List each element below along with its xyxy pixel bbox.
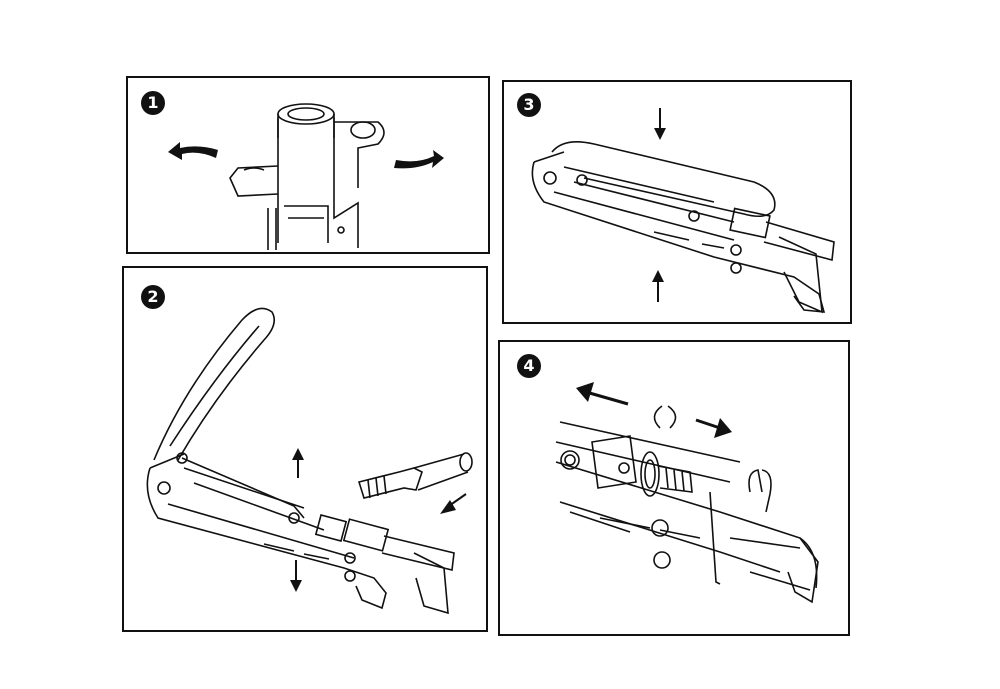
step-3-badge: 3 (517, 93, 541, 117)
step-4-panel: 4 (498, 340, 850, 636)
step-1-badge: 1 (141, 91, 165, 115)
step-4-badge: 4 (517, 354, 541, 378)
tool-open-insert-connector-illustration (146, 307, 473, 615)
tool-ring-removal-illustration (555, 382, 819, 604)
step-1-panel: 1 (126, 76, 490, 254)
tool-closed-crimp-illustration (531, 108, 835, 314)
step-2-panel: 2 (122, 266, 488, 632)
tool-head-rotate-illustration (168, 103, 444, 250)
step-2-badge: 2 (141, 285, 165, 309)
step-3-panel: 3 (502, 80, 852, 324)
